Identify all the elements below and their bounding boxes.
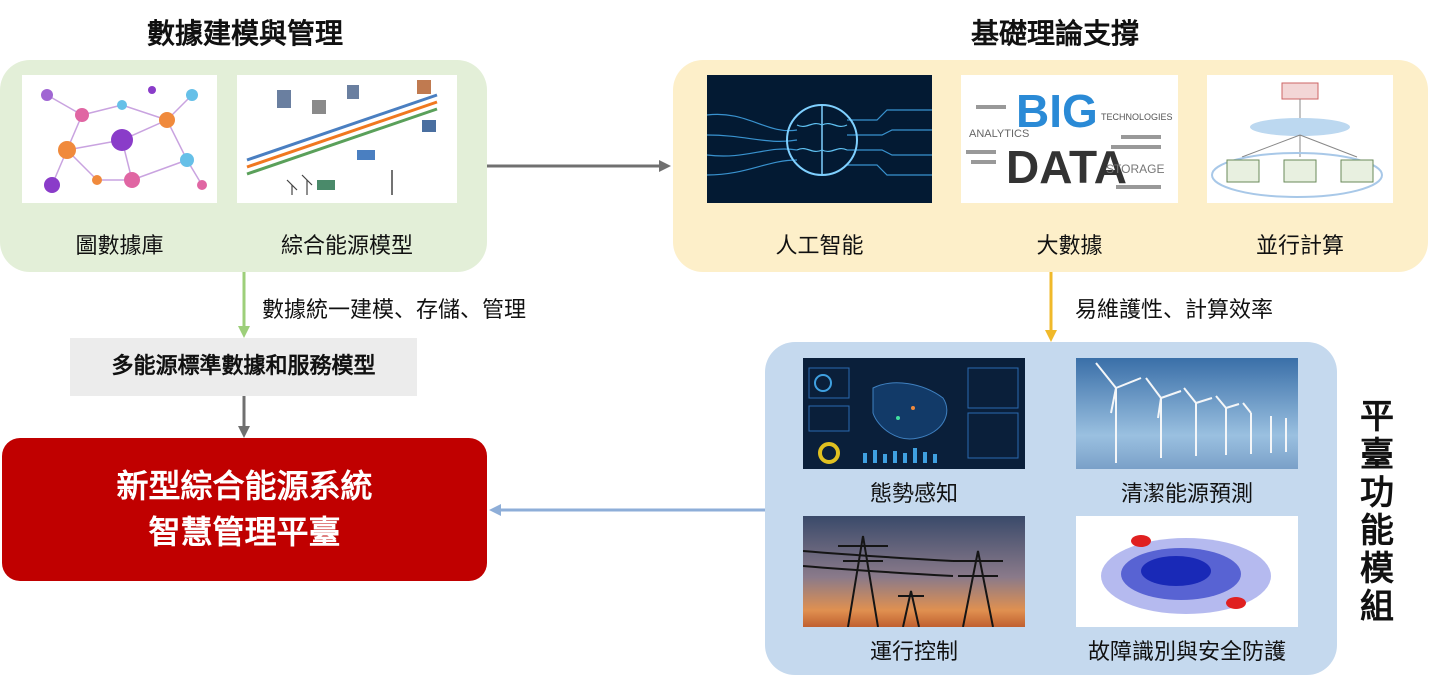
modules-title-char-5: 模 xyxy=(1360,549,1394,589)
graph-database-label: 圖數據庫 xyxy=(75,234,164,259)
clean-energy-forecast-image xyxy=(1076,358,1298,469)
situational-awareness-image xyxy=(803,358,1025,469)
standard-model-box: 多能源標準數據和服務模型 xyxy=(70,338,417,396)
big-data-label: 大數據 xyxy=(1036,234,1103,259)
big-data-word-technologies: TECHNOLOGIES xyxy=(1101,112,1173,122)
link-arrow-left xyxy=(489,504,765,516)
green-down-arrow xyxy=(238,272,250,338)
right-arrow-label: 易維護性、計算效率 xyxy=(1075,298,1274,323)
big-data-word-data: DATA xyxy=(1006,141,1127,193)
operation-control-label: 運行控制 xyxy=(869,640,958,665)
ai-image xyxy=(707,75,932,203)
gray-down-arrow xyxy=(238,396,250,438)
left-arrow-label: 數據統一建模、存儲、管理 xyxy=(262,298,527,323)
parallel-computing-image xyxy=(1207,75,1393,203)
parallel-computing-label: 並行計算 xyxy=(1255,234,1344,259)
modules-title-char-1: 平 xyxy=(1360,397,1394,437)
platform-line-1: 新型綜合能源系統 xyxy=(116,467,373,505)
modules-title-char-3: 功 xyxy=(1360,473,1394,513)
fault-identification-image xyxy=(1076,516,1298,627)
big-data-word-big: BIG xyxy=(1016,85,1098,137)
big-data-word-analytics: ANALYTICS xyxy=(969,128,1029,140)
operation-control-image xyxy=(803,516,1025,627)
big-data-word-storage: STORAGE xyxy=(1106,162,1164,176)
modules-title-char-2: 臺 xyxy=(1360,435,1394,475)
right-section-title: 基礎理論支撐 xyxy=(970,17,1139,50)
fault-identification-label: 故障識別與安全防護 xyxy=(1087,640,1286,665)
platform-line-2: 智慧管理平臺 xyxy=(148,513,341,551)
yellow-down-arrow xyxy=(1045,272,1057,342)
left-section-title: 數據建模與管理 xyxy=(146,17,343,50)
energy-model-label: 綜合能源模型 xyxy=(280,234,413,259)
smart-platform-box: 新型綜合能源系統 智慧管理平臺 xyxy=(2,438,487,581)
clean-energy-forecast-label: 清潔能源預測 xyxy=(1120,482,1253,507)
modules-title-char-6: 組 xyxy=(1360,587,1394,627)
big-data-image: BIG DATA ANALYTICS STORAGE TECHNOLOGIES xyxy=(961,75,1178,203)
link-arrow-right xyxy=(487,160,671,172)
graph-database-image xyxy=(22,75,217,203)
modules-title-char-4: 能 xyxy=(1360,511,1394,551)
platform-modules-title: 平 臺 功 能 模 組 xyxy=(1357,398,1397,626)
ai-label: 人工智能 xyxy=(775,234,864,259)
situational-awareness-label: 態勢感知 xyxy=(869,482,958,507)
energy-model-image xyxy=(237,75,457,203)
